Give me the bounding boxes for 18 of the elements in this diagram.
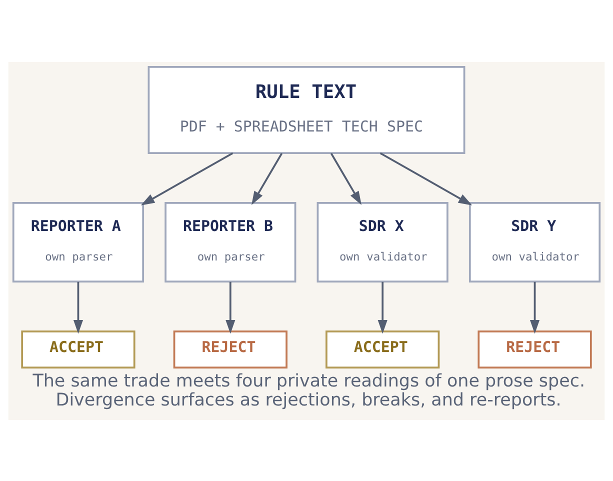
node-box: REJECT — [478, 330, 592, 368]
arrow — [530, 281, 540, 334]
node-box: REJECT — [173, 330, 288, 368]
node-box: REPORTER B own parser — [164, 202, 296, 282]
arrow — [226, 281, 236, 334]
arrow — [140, 152, 234, 205]
caption: The same trade meets four private readings of one prose spec. Divergence surfaces as rejections, breaks, and re-reports. — [32, 371, 585, 410]
arrow — [378, 281, 388, 334]
arrow — [330, 152, 362, 205]
node-box: SDR Y own validator — [468, 202, 601, 282]
node-box: RULE TEXT PDF + SPREADSHEET TECH SPEC — [148, 66, 466, 154]
node-box: SDR X own validator — [316, 202, 448, 282]
node-box: REPORTER A own parser — [12, 202, 144, 282]
node-box: ACCEPT — [21, 330, 136, 368]
arrow — [73, 281, 84, 334]
node-box: ACCEPT — [326, 330, 440, 368]
arrow — [380, 152, 472, 205]
arrow — [252, 152, 283, 205]
